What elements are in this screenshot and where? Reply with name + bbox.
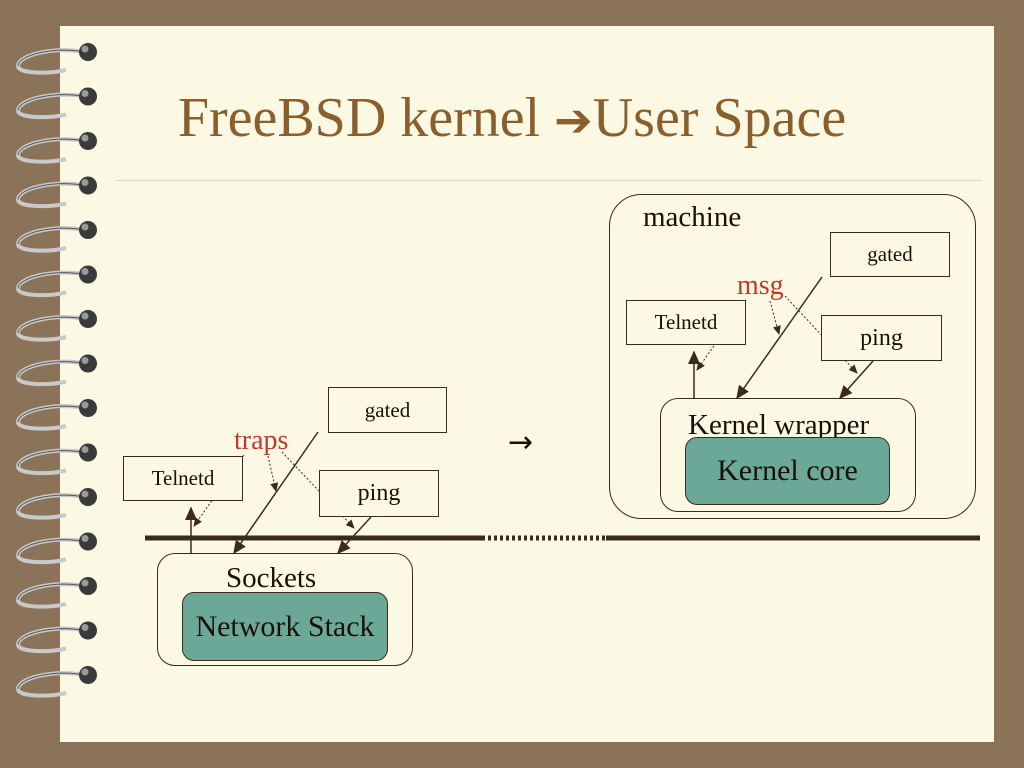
spiral-ring	[15, 532, 97, 565]
spiral-ring	[15, 354, 97, 387]
telnetd-box-left: Telnetd	[123, 456, 243, 501]
sockets-container	[157, 553, 413, 666]
spiral-ring	[15, 132, 97, 164]
spiral-ring	[15, 621, 97, 654]
spiral-ring	[15, 87, 97, 120]
title-text: FreeBSD kernel	[177, 87, 555, 149]
arrow-gated-to-sockets	[233, 431, 319, 555]
spiral-ring	[15, 176, 97, 209]
spiral-ring	[15, 443, 97, 476]
gated-box-right: gated	[830, 232, 950, 277]
title-text-2: User Space	[592, 87, 847, 149]
transform-arrow-icon: →	[508, 425, 534, 460]
spiral-ring	[15, 221, 97, 253]
machine-label: machine	[643, 201, 742, 233]
title-divider	[116, 180, 982, 181]
spiral-ring	[15, 310, 97, 342]
kernel-wrapper-container	[660, 398, 916, 512]
kernel-core-box: Kernel core	[685, 437, 890, 505]
ping-box-right: ping	[821, 315, 942, 361]
arrow-gated-to-wrapper	[736, 276, 823, 400]
spiral-ring	[15, 43, 97, 75]
gated-box-left: gated	[328, 387, 447, 433]
msg-gated	[769, 300, 781, 335]
msg-label: msg	[737, 270, 784, 301]
trap-ping	[281, 451, 355, 529]
spiral-ring	[15, 399, 97, 431]
arrow-ping-to-sockets	[336, 516, 372, 555]
ping-box-left: ping	[319, 470, 439, 517]
network-stack-box: Network Stack	[182, 592, 388, 661]
sockets-label: Sockets	[226, 562, 317, 594]
spiral-ring	[15, 666, 97, 698]
trap-telnetd	[193, 454, 245, 527]
title-arrow-icon: ➔	[554, 93, 593, 147]
page-title: FreeBSD kernel ➔User Space	[0, 86, 1024, 152]
arrow-ping-to-wrapper	[839, 360, 874, 400]
machine-container	[609, 194, 976, 519]
trap-gated	[267, 455, 279, 492]
spiral-ring	[15, 265, 97, 298]
spiral-ring	[15, 488, 97, 520]
telnetd-box-right: Telnetd	[626, 300, 746, 345]
spiral-ring	[15, 577, 97, 609]
traps-label: traps	[234, 425, 289, 456]
kernel-wrapper-label: Kernel wrapper	[688, 409, 870, 441]
